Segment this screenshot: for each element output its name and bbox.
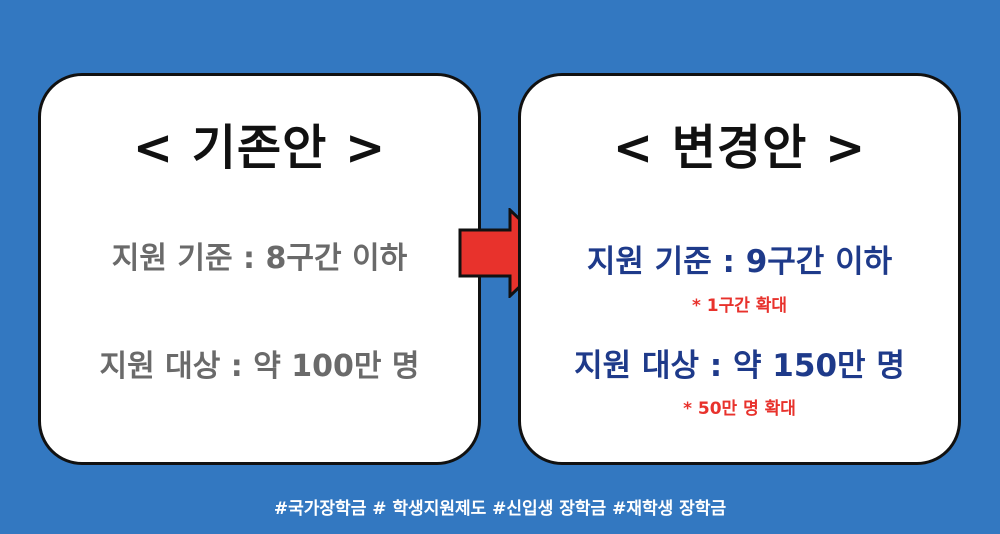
hashtag-line: #국가장학금 # 학생지원제도 #신입생 장학금 #재학생 장학금	[273, 499, 727, 519]
existing-support-criteria: 지원 기준 : 8구간 이하	[111, 241, 408, 276]
revised-support-criteria: 지원 기준 : 9구간 이하	[586, 244, 893, 280]
existing-plan-title: < 기존안 >	[132, 120, 387, 176]
existing-plan-card: < 기존안 > 지원 기준 : 8구간 이하 지원 대상 : 약 100만 명	[38, 73, 481, 465]
revised-criteria-note: * 1구간 확대	[691, 296, 788, 316]
revised-support-target: 지원 대상 : 약 150만 명	[574, 348, 905, 384]
revised-target-note: * 50만 명 확대	[683, 399, 796, 419]
existing-support-target: 지원 대상 : 약 100만 명	[99, 349, 420, 384]
revised-plan-card: < 변경안 > 지원 기준 : 9구간 이하 * 1구간 확대 지원 대상 : …	[518, 73, 961, 465]
revised-plan-title: < 변경안 >	[612, 120, 867, 176]
